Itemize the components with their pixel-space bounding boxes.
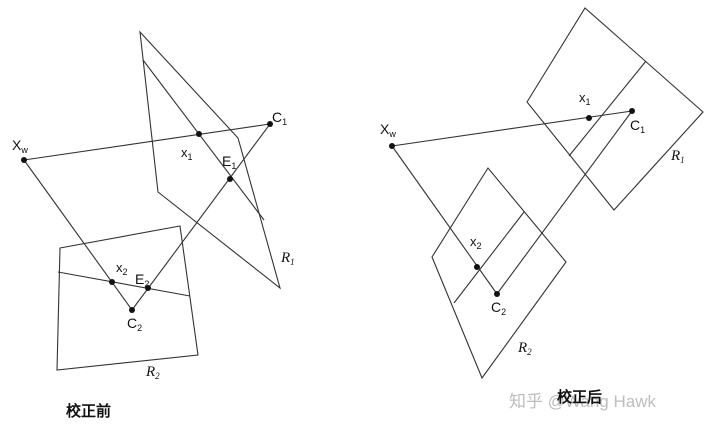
right-point-x2: [474, 264, 480, 270]
right-baseline-c1-c2: [496, 110, 633, 295]
left-point-x2: [109, 279, 115, 285]
left-point-c2: [129, 307, 135, 313]
right-point-c1: [629, 108, 635, 114]
left-point-e1: [227, 176, 233, 182]
left-label-x2: x2: [116, 260, 128, 277]
right-label-c2: C2: [491, 299, 506, 317]
left-plane-r1-epipolar-line: [142, 59, 265, 221]
left-ray-xw-c1: [23, 123, 271, 161]
watermark: 知乎 @Wang Hawk: [509, 392, 656, 411]
right-label-x1: x1: [579, 90, 591, 107]
right-point-xw: [389, 143, 395, 149]
left-point-x1: [196, 131, 202, 137]
left-label-c1: C1: [272, 109, 287, 127]
left-point-e2: [145, 285, 151, 291]
right-caption: 校正后: [557, 388, 602, 406]
right-image-plane-r1: [526, 7, 704, 211]
right-plane-r2-divider: [453, 211, 525, 304]
right-label-x2: x2: [470, 234, 482, 251]
right-label-r2: R2: [517, 340, 532, 357]
right-ray-xw-c2: [391, 145, 498, 295]
left-ray-xw-c2: [23, 159, 133, 311]
left-label-e2: E2: [135, 271, 149, 289]
right-image-plane-r2: [431, 167, 567, 380]
right-plane-r1-divider: [568, 60, 647, 157]
left-label-r2: R2: [145, 364, 160, 381]
left-point-xw: [21, 157, 27, 163]
left-label-x1: x1: [181, 145, 193, 162]
right-label-r1: R1: [670, 148, 685, 165]
right-panel: Xw x1 C1 x2 C2 R1 R2 知乎 @Wang Hawk 校正后: [380, 7, 704, 411]
right-point-x1: [586, 115, 592, 121]
left-label-xw: Xw: [12, 137, 28, 155]
right-point-c2: [494, 291, 500, 297]
left-caption: 校正前: [66, 402, 111, 420]
left-image-plane-r1: [139, 30, 281, 290]
left-point-c1: [267, 121, 273, 127]
right-ray-xw-c1: [391, 110, 633, 147]
left-panel: Xw x1 C1 E1 x2 E2 C2 R1 R2 校正前: [12, 30, 295, 420]
left-image-plane-r2: [56, 225, 199, 371]
left-label-c2: C2: [127, 315, 142, 333]
left-baseline-c1-c2: [131, 123, 271, 311]
left-label-r1: R1: [280, 250, 295, 267]
left-label-e1: E1: [222, 153, 236, 171]
right-label-c1: C1: [630, 117, 645, 135]
left-plane-r2-epipolar-line: [57, 271, 191, 297]
right-label-xw: Xw: [380, 121, 396, 139]
